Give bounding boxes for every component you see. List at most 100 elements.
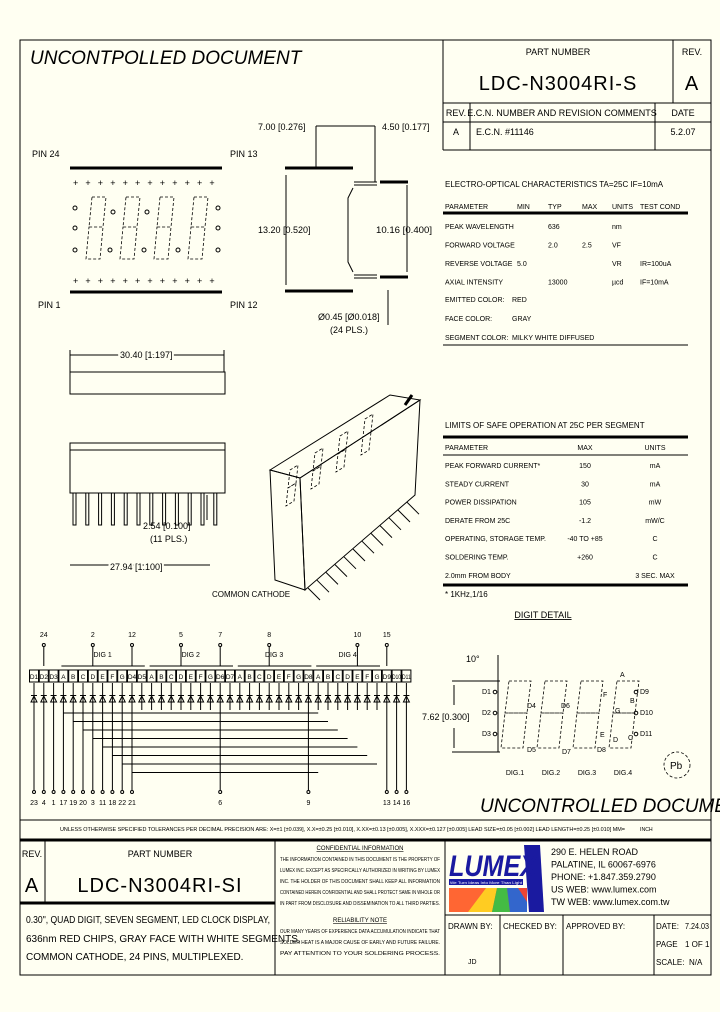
eo-header: MIN [517, 204, 530, 211]
led-diode [167, 694, 176, 703]
digit-outline [85, 196, 107, 260]
dim-span: 27.94 [1.100] [110, 562, 163, 572]
top-pin-label: 8 [267, 632, 271, 639]
rev-table-header-date: DATE [671, 108, 694, 118]
checked-by-label: CHECKED BY: [503, 922, 557, 931]
digit-outline [335, 430, 349, 473]
digit-outline [360, 413, 374, 456]
limits-cell: -1.2 [579, 518, 591, 525]
led-diode [392, 694, 401, 703]
limits-cell: -40 TO +85 [567, 536, 602, 543]
confidential-text: INC. THE HOLDER OF THIS DOCUMENT SHALL K… [280, 879, 440, 885]
pin-lead [213, 492, 218, 526]
pin-mark: + [98, 178, 103, 188]
approved-by-label: APPROVED BY: [566, 922, 625, 931]
limits-cell: 105 [579, 500, 591, 507]
confidential-text: LUMEX INC. EXCEPT AS SPECIFICALLY AUTHOR… [280, 868, 440, 874]
dot-label: D10 [640, 710, 653, 717]
limits-cell: mW [649, 500, 662, 507]
pin12-label: PIN 12 [230, 300, 258, 310]
eo-cell: PEAK WAVELENGTH [445, 224, 514, 231]
scale-label: SCALE: [656, 958, 684, 967]
limits-header: UNITS [645, 445, 666, 452]
eo-cell: nm [612, 224, 622, 231]
front-view: ++++++++++++++++++++++++ PIN 24 PIN 13 P… [32, 149, 258, 310]
reliability-text: OUR MANY YEARS OF EXPERIENCE DATA ACCUMU… [280, 929, 441, 935]
pin-lead [85, 492, 90, 526]
pin-mark: + [197, 276, 202, 286]
led-diode [333, 694, 342, 703]
led-diode [39, 694, 48, 703]
digit-label: DIG.3 [578, 770, 596, 777]
segment-label: F [365, 674, 369, 681]
drawn-by: JD [468, 959, 477, 966]
led-diode [235, 694, 244, 703]
led-diode [69, 694, 78, 703]
limits-cell: OPERATING, STORAGE TEMP. [445, 536, 546, 543]
pin-mark: + [85, 276, 90, 286]
tolerance-inch: INCH [640, 827, 653, 833]
pin-lead [98, 492, 103, 526]
digit-detail-title: DIGIT DETAIL [514, 610, 571, 620]
pin-lead [307, 587, 321, 601]
dim-length: 30.40 [1.197] [120, 350, 173, 360]
digit-outline [500, 680, 532, 749]
led-diode [206, 694, 215, 703]
limits-cell: mA [650, 481, 661, 488]
dot-label: D5 [527, 747, 536, 754]
led-diode [314, 694, 323, 703]
segment-label: D11 [402, 674, 411, 681]
eo-cell: VF [612, 243, 621, 250]
limits-cell: mA [650, 463, 661, 470]
digit-outline [153, 196, 175, 260]
address-line: PHONE: +1.847.359.2790 [551, 872, 656, 882]
pin-lead [343, 556, 357, 570]
tb-description-1: 0.30", QUAD DIGIT, SEVEN SEGMENT, LED CL… [26, 915, 270, 926]
drawn-by-label: DRAWN BY: [448, 922, 493, 931]
segment-label: D9 [383, 674, 392, 681]
limits-cell: 150 [579, 463, 591, 470]
limits-title: LIMITS OF SAFE OPERATION AT 25C PER SEGM… [445, 421, 645, 430]
tb-description-3: COMMON CATHODE, 24 PINS, MULTIPLEXED. [26, 952, 243, 963]
eo-cell: 5.0 [517, 261, 527, 268]
top-pin-label: 7 [218, 632, 222, 639]
pin-mark: + [85, 178, 90, 188]
pin-mark: + [185, 276, 190, 286]
bottom-pin-label: 9 [306, 800, 310, 807]
led-diode [79, 694, 87, 703]
digit-label: DIG.4 [614, 770, 632, 777]
dot-mark [72, 247, 78, 253]
eo-cell: 13000 [548, 280, 568, 287]
segment-label: D [179, 674, 184, 681]
pin-lead [370, 533, 384, 546]
eo-cell: 636 [548, 224, 560, 231]
led-diode [196, 694, 205, 703]
led-diode [147, 694, 156, 703]
segment-label: D3 [49, 674, 58, 681]
header-title-block: PART NUMBER LDC-N3004RI-S REV. A REV. E.… [442, 40, 711, 151]
segment-label: E [355, 674, 360, 681]
eo-header: UNITS [612, 204, 633, 211]
top-pin-label: 2 [91, 632, 95, 639]
segment-label: B [159, 674, 163, 681]
pin-mark: + [209, 178, 214, 188]
limits-cell: 30 [581, 481, 589, 488]
svg-text:LUMEX: LUMEX [449, 850, 539, 883]
pin13-label: PIN 13 [230, 149, 258, 159]
pin-mark: + [160, 276, 165, 286]
eo-cell: REVERSE VOLTAGE [445, 261, 513, 268]
dim-pin-count: (24 PLS.) [330, 325, 368, 335]
dim-pitch-count: (11 PLS.) [150, 534, 187, 544]
segment-label: D [267, 674, 272, 681]
pin-lead [187, 492, 192, 526]
led-diode [294, 694, 303, 703]
segment-label: E [600, 732, 605, 739]
reliability-text: PAY ATTENTION TO YOUR SOLDERING PROCESS. [280, 951, 440, 957]
digit-outline [572, 680, 604, 749]
bottom-pin-label: 16 [403, 800, 411, 807]
segment-label: A [238, 674, 243, 681]
segment-label: F [199, 674, 203, 681]
led-diode [59, 694, 68, 703]
segment-label: C [169, 674, 174, 681]
